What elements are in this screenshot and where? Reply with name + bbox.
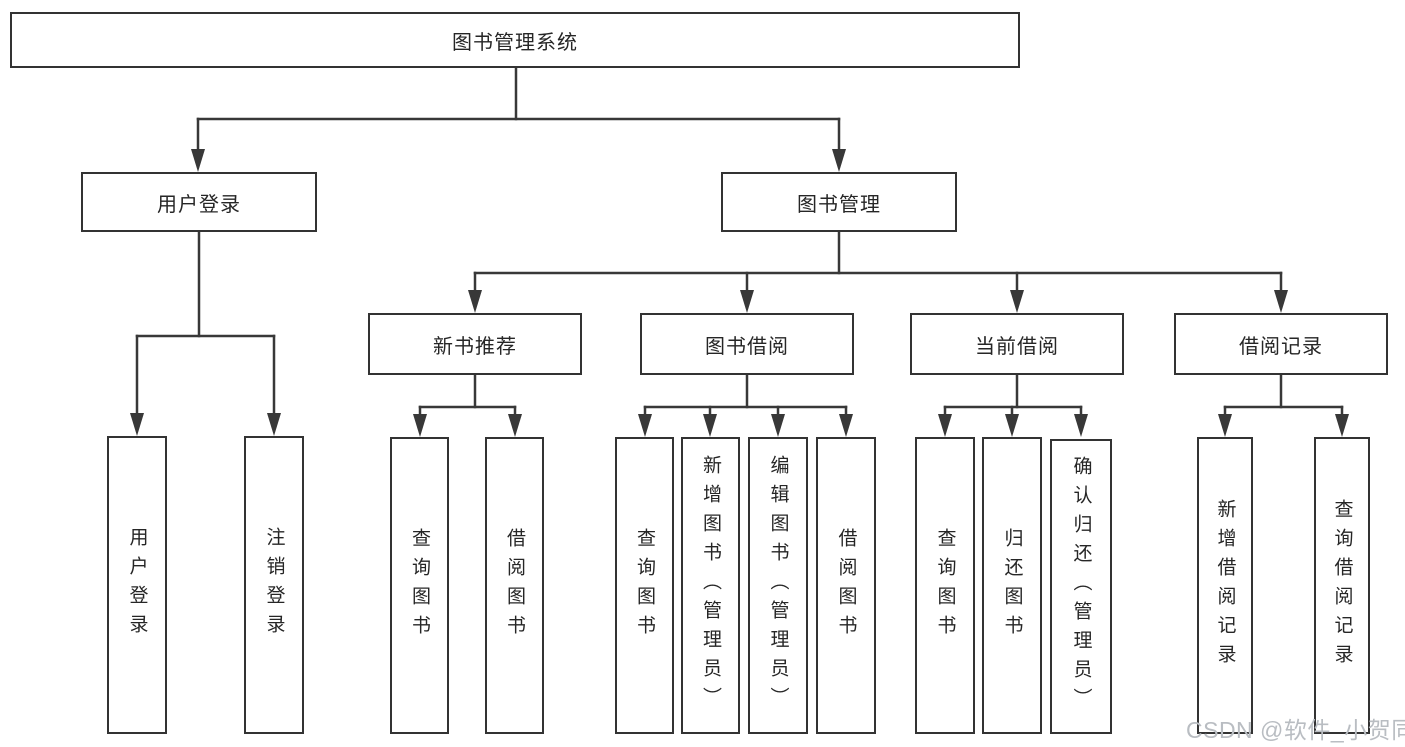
leaf-query-borrow-record: 查询借阅记录 — [1314, 437, 1370, 734]
node-borrow-records-label: 借阅记录 — [1239, 335, 1323, 358]
leaf-add-borrow-record: 新增借阅记录 — [1197, 437, 1253, 734]
watermark: CSDN @软件_小贺同学 — [1186, 717, 1405, 743]
leaf-edit-book-admin-label: 编辑图书（管理员） — [767, 455, 789, 716]
node-current-borrow: 当前借阅 — [910, 313, 1124, 375]
leaf-borrow-book-1: 借阅图书 — [485, 437, 544, 734]
leaf-return-book-label: 归还图书 — [1001, 527, 1023, 644]
leaf-query-book-1-label: 查询图书 — [409, 527, 430, 644]
leaf-query-book-3-label: 查询图书 — [934, 527, 956, 644]
leaf-edit-book-admin: 编辑图书（管理员） — [748, 437, 808, 734]
leaf-query-book-1: 查询图书 — [390, 437, 449, 734]
node-book-management-label: 图书管理 — [797, 193, 881, 216]
leaf-confirm-return-admin: 确认归还（管理员） — [1050, 439, 1112, 734]
node-user-login: 用户登录 — [81, 172, 317, 232]
leaf-query-book-2: 查询图书 — [615, 437, 674, 734]
leaf-query-book-2-label: 查询图书 — [634, 527, 655, 644]
leaf-query-borrow-record-label: 查询借阅记录 — [1331, 498, 1353, 673]
node-book-borrow-label: 图书借阅 — [705, 335, 789, 358]
node-book-management: 图书管理 — [721, 172, 957, 232]
node-book-borrow: 图书借阅 — [640, 313, 854, 375]
leaf-logout: 注销登录 — [244, 436, 304, 734]
leaf-user-login: 用户登录 — [107, 436, 167, 734]
leaf-borrow-book-2-label: 借阅图书 — [835, 527, 857, 644]
leaf-return-book: 归还图书 — [982, 437, 1042, 734]
leaf-confirm-return-admin-label: 确认归还（管理员） — [1070, 456, 1092, 717]
leaf-add-book-admin: 新增图书（管理员） — [681, 437, 740, 734]
node-new-book-recommend-label: 新书推荐 — [433, 335, 517, 358]
connector-arrowheads — [130, 149, 1349, 437]
node-borrow-records: 借阅记录 — [1174, 313, 1388, 375]
node-root-label: 图书管理系统 — [452, 31, 578, 54]
leaf-borrow-book-2: 借阅图书 — [816, 437, 876, 734]
leaf-user-login-label: 用户登录 — [126, 527, 148, 643]
node-new-book-recommend: 新书推荐 — [368, 313, 582, 375]
leaf-query-book-3: 查询图书 — [915, 437, 975, 734]
node-root: 图书管理系统 — [10, 12, 1020, 68]
leaf-add-borrow-record-label: 新增借阅记录 — [1214, 498, 1236, 673]
leaf-borrow-book-1-label: 借阅图书 — [504, 527, 525, 644]
node-user-login-label: 用户登录 — [157, 193, 241, 216]
leaf-add-book-admin-label: 新增图书（管理员） — [700, 455, 721, 716]
node-current-borrow-label: 当前借阅 — [975, 335, 1059, 358]
leaf-logout-label: 注销登录 — [263, 527, 285, 643]
